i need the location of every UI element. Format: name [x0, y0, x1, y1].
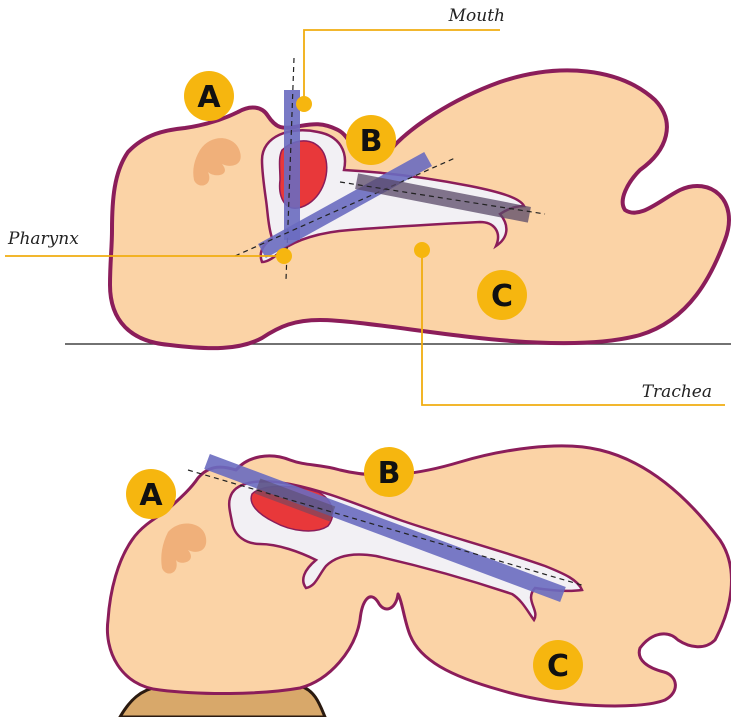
- mouth-label: Mouth: [448, 6, 505, 26]
- badge-b-bottom: B: [364, 447, 414, 497]
- badge-c-bottom: C: [533, 640, 583, 690]
- badge-a-top: A: [184, 71, 234, 121]
- svg-text:B: B: [378, 456, 401, 491]
- head-silhouette-extended: [107, 446, 731, 706]
- trachea-label: Trachea: [642, 382, 712, 402]
- badge-a-bottom: A: [126, 469, 176, 519]
- svg-text:C: C: [547, 649, 569, 684]
- svg-text:B: B: [360, 124, 383, 159]
- pharynx-label: Pharynx: [7, 229, 79, 249]
- top-panel: Mouth Pharynx Trachea A B C: [5, 6, 731, 405]
- svg-text:C: C: [491, 279, 513, 314]
- badge-c-top: C: [477, 270, 527, 320]
- svg-text:A: A: [139, 478, 163, 513]
- svg-text:A: A: [197, 80, 221, 115]
- bottom-panel: A B C: [107, 446, 731, 717]
- badge-b-top: B: [346, 115, 396, 165]
